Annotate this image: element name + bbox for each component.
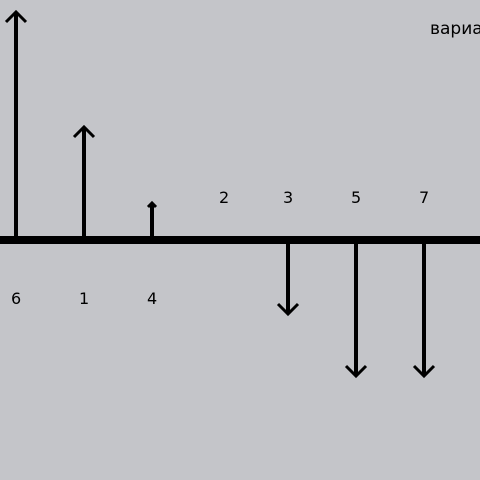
arrow-label-1: 1 [79, 289, 90, 308]
arrow-head [412, 364, 436, 379]
arrow-1 [72, 124, 96, 240]
arrow-label-3: 3 [283, 188, 294, 207]
arrow-3 [276, 240, 300, 317]
arrow-head [4, 9, 28, 24]
arrow-4 [146, 200, 158, 240]
arrow-head [344, 364, 368, 379]
arrow-head [72, 124, 96, 139]
arrow-label-4: 4 [147, 289, 158, 308]
arrow-head [276, 302, 300, 317]
arrow-label-5: 5 [351, 188, 362, 207]
arrow-label-6: 6 [11, 289, 22, 308]
arrow-5 [344, 240, 368, 379]
variant-label: вариант [430, 19, 480, 39]
arrow-label-2: 2 [219, 188, 230, 207]
arrow-6 [4, 9, 28, 240]
arrow-label-7: 7 [419, 188, 430, 207]
arrow-7 [412, 240, 436, 379]
arrow-head [146, 200, 158, 209]
